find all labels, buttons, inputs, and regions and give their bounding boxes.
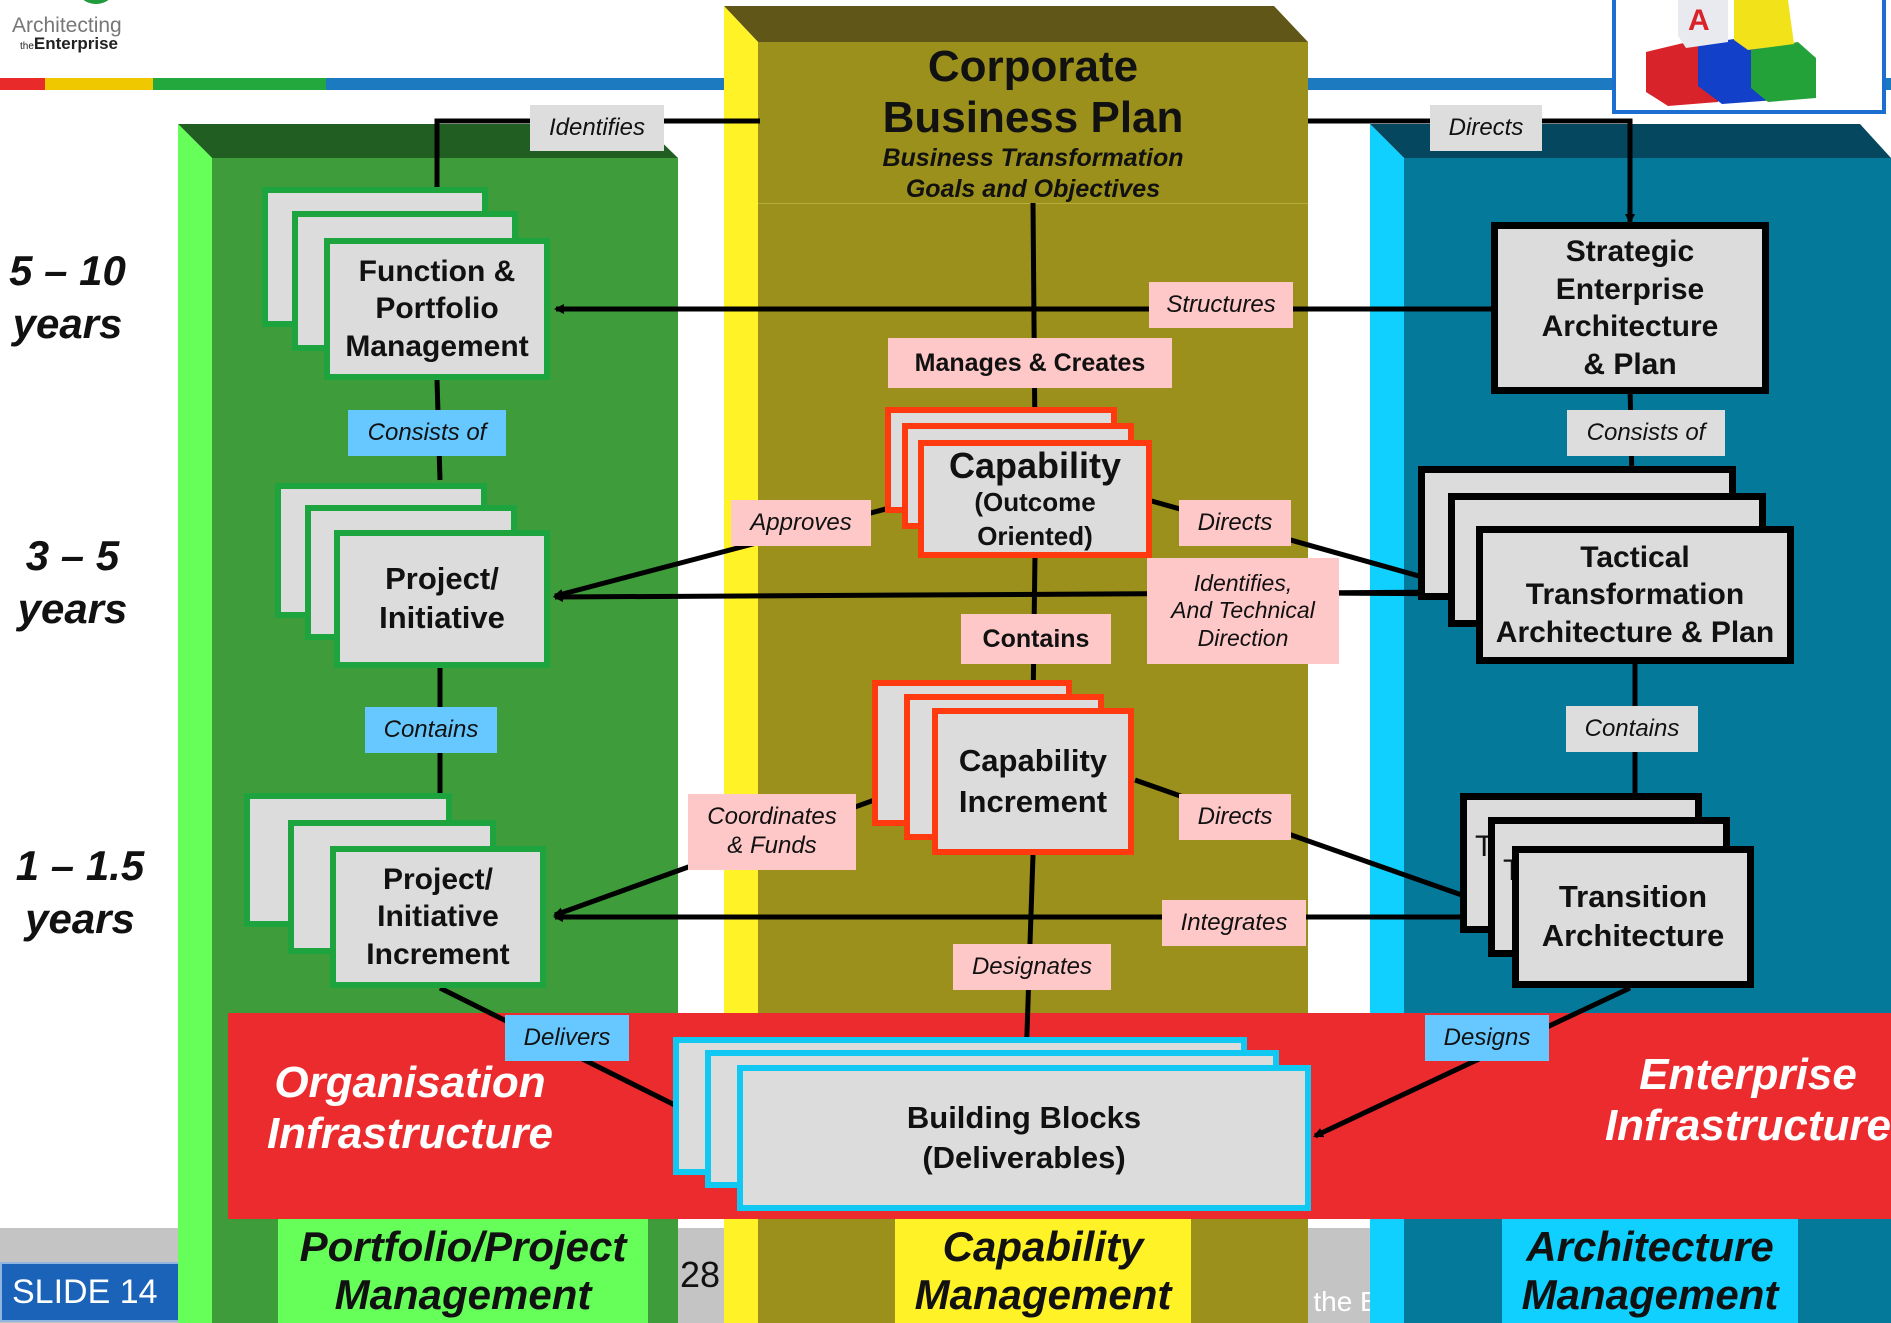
function-portfolio-management-box[interactable]: Function & Portfolio Management [324, 238, 550, 380]
slide-label: SLIDE 14 [12, 1272, 158, 1311]
middle-column-top-face [724, 6, 1308, 42]
blocks-logo: A [1612, 0, 1886, 114]
label-directs-capability: Directs [1179, 500, 1291, 546]
organisation-infrastructure: Organisation Infrastructure [266, 1058, 554, 1158]
footer-portfolio-project-management: Portfolio/Project Management [278, 1219, 648, 1323]
horizon-3-5-years: 3 – 5 years [17, 532, 128, 632]
label-consists-of-right: Consists of [1567, 410, 1725, 456]
corporate-business-plan-subtitle: Business Transformation Goals and Object… [882, 144, 1184, 204]
label-manages-creates: Manages & Creates [888, 338, 1172, 388]
horizon-1-1.5-years: 1 – 1.5 years [15, 842, 145, 942]
slide-number-badge: SLIDE 14 [0, 1262, 190, 1322]
label-structures: Structures [1149, 282, 1293, 328]
building-blocks-box[interactable]: Building Blocks (Deliverables) [737, 1065, 1311, 1211]
label-contains-left: Contains [365, 707, 497, 753]
label-designates: Designates [953, 944, 1111, 990]
footer-architecture-management: Architecture Management [1502, 1219, 1798, 1323]
capability-title: Capability [948, 444, 1122, 486]
capability-subtitle: (Outcome Oriented) [974, 486, 1096, 551]
enterprise-infrastructure: Enterprise Infrastructure [1604, 1050, 1891, 1150]
label-delivers: Delivers [505, 1015, 629, 1061]
label-approves: Approves [731, 500, 871, 546]
corporate-business-plan-title: Corporate Business Plan [882, 42, 1184, 142]
label-directs-top: Directs [1430, 105, 1542, 151]
project-initiative-increment-box[interactable]: Project/ Initiative Increment [330, 846, 546, 988]
logo-line2: Enterprise [33, 34, 118, 53]
left-column-side [178, 124, 212, 1323]
capability-increment-box[interactable]: Capability Increment [932, 708, 1134, 855]
label-identifies: Identifies [530, 105, 664, 151]
project-initiative-box[interactable]: Project/ Initiative [334, 530, 550, 668]
label-identifies-technical-direction: Identifies, And Technical Direction [1147, 558, 1339, 664]
label-coordinates-funds: Coordinates & Funds [688, 794, 856, 870]
logo-line1: Architecting [12, 14, 122, 37]
logo: Architecting theEnterprise [10, 0, 150, 60]
label-contains-right: Contains [1566, 706, 1698, 752]
tactical-transformation-architecture-box[interactable]: Tactical Transformation Architecture & P… [1476, 526, 1794, 664]
logo-line2-small: the [20, 41, 34, 52]
label-directs-increment: Directs [1179, 794, 1291, 840]
label-integrates: Integrates [1162, 900, 1306, 946]
footer-capability-management: Capability Management [895, 1219, 1191, 1323]
strategic-enterprise-architecture-box[interactable]: Strategic Enterprise Architecture & Plan [1491, 222, 1769, 394]
label-contains-middle: Contains [961, 614, 1111, 664]
horizon-5-10-years: 5 – 10 years [9, 247, 126, 347]
svg-text:A: A [1688, 4, 1710, 37]
transition-architecture-box[interactable]: Transition Architecture [1512, 846, 1754, 988]
label-consists-of-left: Consists of [348, 410, 506, 456]
page-number: 28 [680, 1254, 721, 1295]
label-designs: Designs [1425, 1015, 1549, 1061]
capability-box[interactable]: Capability (Outcome Oriented) [918, 440, 1152, 558]
